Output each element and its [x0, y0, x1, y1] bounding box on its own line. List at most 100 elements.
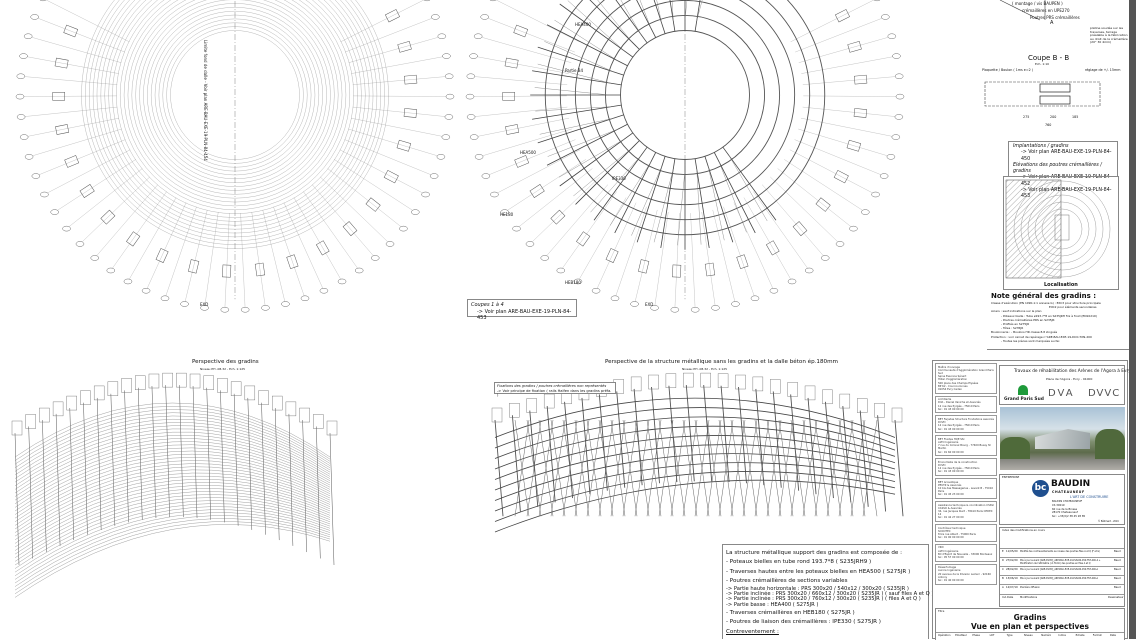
- gradin-row: [135, 0, 335, 195]
- poteau-bielle-frame: [403, 108, 418, 118]
- poteau-bielle-frame: [55, 124, 70, 135]
- axis-bubble: [690, 307, 700, 313]
- party-line: Architecte: [938, 398, 952, 402]
- grid-axis-line: [795, 16, 886, 53]
- perspective-gradin-row: [14, 457, 331, 519]
- revision-by: Baud: [1114, 550, 1121, 553]
- party-line: 8 bis rue Albert - 75000 Paris: [938, 533, 976, 537]
- axis-bubble: [75, 241, 85, 247]
- revision-date: 12/07/19: [1006, 586, 1018, 589]
- perspective-frame: [66, 395, 77, 411]
- axis-bubble: [525, 241, 535, 247]
- grid-axis-line: [790, 0, 875, 42]
- general-note: Note général des gradins : Classe d'exéc…: [987, 290, 1129, 350]
- grid-axis-line: [544, 184, 608, 259]
- baudin-logo-circle: bc: [1032, 480, 1049, 497]
- axis-bubble: [39, 0, 47, 2]
- axis-bubble: [670, 307, 680, 313]
- axis-bubble: [630, 301, 639, 307]
- grid-axis-line: [595, 202, 637, 291]
- plan-right-label-heb180: HEB180: [565, 280, 581, 285]
- section-marker-a: A: [1050, 20, 1054, 26]
- perspective-bracing: [730, 419, 746, 517]
- perspective-frame: [244, 385, 256, 401]
- perspective-gradin-row: [14, 500, 331, 569]
- footer-column-label: Format: [1092, 634, 1102, 637]
- axis-bubble: [573, 278, 583, 285]
- perspective-frame: [148, 373, 160, 389]
- revision-by: Baud: [1114, 577, 1121, 580]
- structure-note-line: -> Partie haute horizontale : PRS 300x20…: [726, 585, 909, 592]
- party-line: 20 avenue de la Division Leclerc - 92160…: [938, 572, 991, 579]
- revision-desc: Première diffusion: [1020, 586, 1040, 589]
- party-line: ALTO Ingénierie: [938, 440, 959, 444]
- cremaillere-beam: [615, 0, 648, 44]
- revisions-header: Index des modifications en cours: [1002, 529, 1045, 532]
- grid-axis-line: [485, 139, 576, 177]
- perspective-bracing: [682, 419, 698, 517]
- poteau-bielle-frame: [815, 197, 831, 212]
- axis-bubble: [23, 33, 33, 39]
- poteau-bielle-frame: [365, 197, 381, 212]
- structure-note-line: -> Partie inclinée : PRS 300x20 / 660x12…: [726, 590, 934, 597]
- axis-bubble: [442, 53, 451, 59]
- axis-bubble: [489, 0, 497, 2]
- perspective-frame: [272, 395, 283, 411]
- perspective-frame: [299, 407, 310, 423]
- perspective-post: [546, 406, 556, 503]
- plan-right-label-he180: HE180: [500, 212, 514, 217]
- grid-axis-line: [127, 197, 177, 282]
- perspective-gradin-row: [14, 497, 331, 566]
- perspective-bracing: [778, 419, 794, 517]
- reference-line: -> Voir plan ARE-BAU-EXE-19-PLN-84-450: [1021, 150, 1112, 162]
- party-line: Désenfumage: [938, 566, 957, 570]
- bracing-line: [534, 87, 610, 96]
- contractor-credit: © Bâtiment - 2019: [1098, 520, 1119, 523]
- bolt-plate: [1039, 83, 1071, 93]
- grid-axis-line: [753, 191, 810, 271]
- footer-column-label: LOT: [989, 634, 995, 637]
- general-note-line: Protection : voir carnet de repérage n°A…: [991, 334, 1092, 339]
- poteau-bielle-frame: [514, 155, 530, 168]
- grid-axis-line: [184, 209, 208, 305]
- perspective-post: [329, 432, 335, 566]
- perspective-gradin-row: [14, 450, 331, 512]
- axis-bubble: [30, 14, 39, 20]
- perspective-gradin-row: [14, 475, 331, 540]
- grid-axis-line: [634, 209, 658, 305]
- grid-axis-line: [470, 76, 568, 85]
- perspective-frame: [665, 373, 677, 388]
- perspective-frame: [717, 373, 729, 388]
- axis-bubble: [421, 191, 430, 198]
- footer-column-label: Indice: [1058, 634, 1066, 637]
- contractor-address-line: CS 30019: [1052, 503, 1065, 507]
- bracing-line: [539, 118, 614, 135]
- grid-axis-line: [473, 55, 569, 74]
- party-line: DVA - Daniel Vaniche et Associés: [938, 401, 981, 405]
- grid-axis-line: [494, 149, 581, 195]
- perspective-bracing: [550, 419, 566, 517]
- poteau-bielle-frame: [504, 57, 519, 69]
- axis-bubble: [849, 225, 858, 232]
- poteau-bielle-frame: [397, 41, 412, 53]
- grid-axis-line: [495, 0, 580, 42]
- axis-bubble: [879, 173, 889, 179]
- axis-bubble: [319, 288, 329, 294]
- general-note-line: - Poutres crémaillères PRS en S235JR: [1001, 317, 1055, 322]
- axis-bubble: [261, 305, 270, 311]
- perspective-frame: [630, 376, 642, 392]
- perspective-frame: [39, 407, 50, 423]
- party-line: Aurore Ingénierie: [938, 569, 961, 573]
- poteau-bielle-frame: [100, 209, 116, 225]
- party-line: 7 rue du Colonel Bourg - 77400 Bussy St …: [938, 444, 991, 451]
- perspective-post: [288, 413, 294, 546]
- perspective-gradin-row: [14, 494, 331, 562]
- poteau-bielle-frame: [847, 41, 862, 53]
- perspective-frame: [839, 393, 851, 409]
- axis-bubble: [469, 134, 479, 140]
- party-line: ALTO Ingénierie: [938, 549, 959, 553]
- general-note-line: EXC2 pour éléments secondaires: [1049, 305, 1097, 310]
